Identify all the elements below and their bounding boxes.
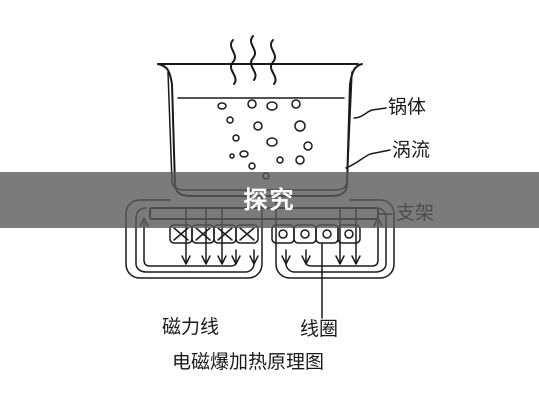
water-bubbles	[217, 99, 313, 180]
banner-title: 探究	[243, 186, 296, 214]
label-eddy-current: 涡流	[392, 139, 431, 161]
label-magnetic-field-lines: 磁力线	[162, 316, 220, 338]
steam-lines	[230, 35, 277, 85]
label-coil: 线圈	[300, 318, 339, 340]
diagram-caption: 电磁爆加热原理图	[172, 351, 325, 373]
title-banner	[0, 172, 539, 228]
label-pot-body: 锅体	[388, 96, 427, 118]
